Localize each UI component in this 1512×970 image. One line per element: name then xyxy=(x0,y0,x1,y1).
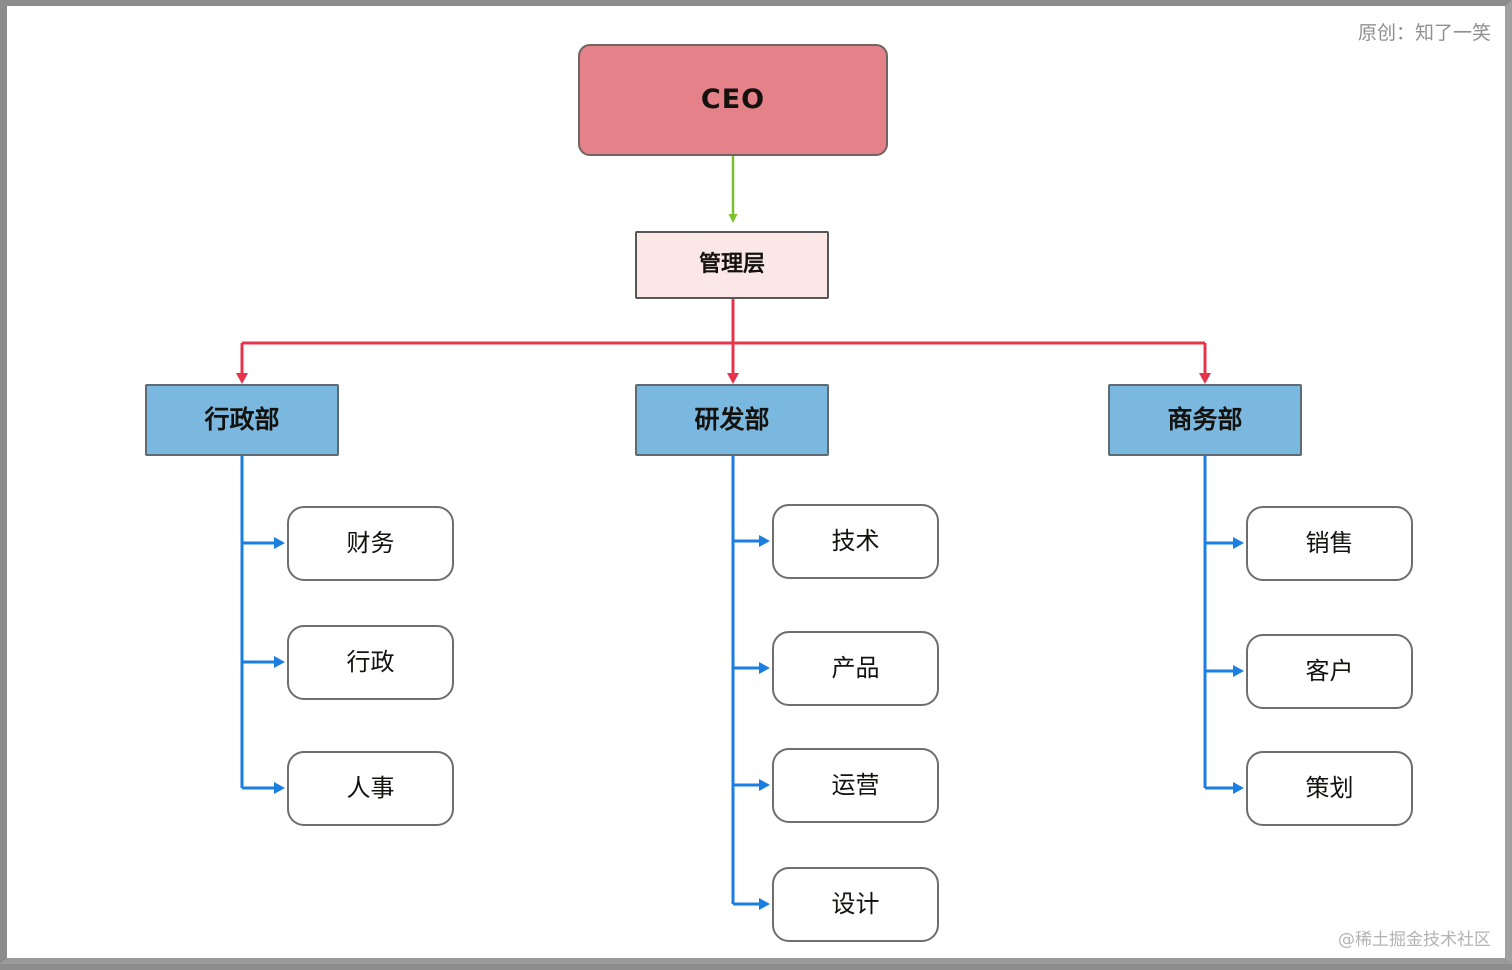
node-leaf-rd-3[interactable]: 设计 xyxy=(772,867,939,942)
node-leaf-admin-2[interactable]: 人事 xyxy=(287,751,454,826)
node-leaf-rd-2[interactable]: 运营 xyxy=(772,748,939,823)
node-leaf-biz-0[interactable]: 销售 xyxy=(1246,506,1413,581)
node-leaf-biz-1[interactable]: 客户 xyxy=(1246,634,1413,709)
node-department-biz[interactable]: 商务部 xyxy=(1108,384,1302,456)
edge-admin-children xyxy=(240,456,285,794)
node-management[interactable]: 管理层 xyxy=(635,231,829,299)
node-leaf-rd-1[interactable]: 产品 xyxy=(772,631,939,706)
node-leaf-rd-0[interactable]: 技术 xyxy=(772,504,939,579)
watermark-author: 原创：知了一笑 xyxy=(1357,22,1491,44)
edge-management-bus xyxy=(236,299,1211,384)
node-department-rd[interactable]: 研发部 xyxy=(635,384,829,456)
edge-biz-children xyxy=(1203,456,1244,794)
watermark-community: @稀土掘金技术社区 xyxy=(1338,930,1491,950)
node-department-admin[interactable]: 行政部 xyxy=(145,384,339,456)
edge-rd-children xyxy=(731,456,770,910)
node-ceo[interactable]: CEO xyxy=(578,44,888,156)
node-leaf-biz-2[interactable]: 策划 xyxy=(1246,751,1413,826)
diagram-canvas: CEO 管理层 行政部 研发部 商务部 财务 行政 人事 技术 产品 运营 设计… xyxy=(7,6,1512,970)
node-leaf-admin-1[interactable]: 行政 xyxy=(287,625,454,700)
node-leaf-admin-0[interactable]: 财务 xyxy=(287,506,454,581)
